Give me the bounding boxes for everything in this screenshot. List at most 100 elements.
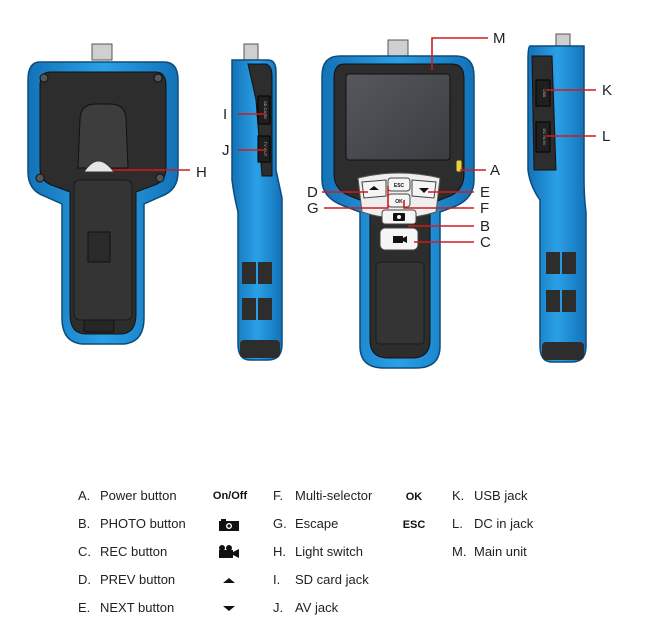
video-camera-icon — [393, 236, 403, 243]
legend-label: Escape — [295, 516, 339, 531]
legend-item-g: G. Escape — [273, 516, 338, 531]
ok-symbol: OK — [405, 491, 423, 503]
callout-h: H — [196, 164, 207, 181]
side-bottom-cap — [240, 340, 280, 358]
callout-c: C — [480, 234, 491, 251]
callout-letters: H I J M A D E G F B C K L — [196, 30, 612, 251]
screw — [35, 173, 45, 183]
callout-a: A — [490, 162, 500, 179]
legend-key: C. — [78, 544, 91, 559]
sd-card-jack[interactable] — [257, 95, 271, 125]
legend-item-m: M. Main unit — [452, 544, 527, 559]
grip-pad — [546, 290, 560, 312]
grip-pad — [562, 252, 576, 274]
legend-item-b: B.PHOTO button — [78, 516, 186, 531]
legend-label: Light switch — [295, 544, 363, 559]
escape-label: ESC — [394, 183, 405, 189]
light-switch[interactable] — [83, 160, 115, 173]
usb-label: USB — [542, 89, 547, 98]
legend-item-e: E.NEXT button — [78, 600, 174, 615]
grip-pad — [242, 262, 256, 284]
legend-item-f: F. Multi-selector — [273, 488, 372, 503]
legend-key: F. — [273, 488, 284, 503]
dc-label: DC IN 5V — [542, 129, 547, 146]
right-side-view: USB DC IN 5V — [527, 33, 587, 363]
escape-button[interactable] — [387, 177, 411, 192]
callout-m: M — [493, 30, 506, 47]
camera-icon — [219, 519, 239, 531]
callout-line-f — [403, 200, 474, 209]
grip-pad — [562, 290, 576, 312]
legend-key: K. — [452, 488, 465, 503]
legend-item-a: A. Power button — [78, 488, 177, 503]
legend-item-l: L. DC in jack — [452, 516, 533, 531]
side-bottom-cap — [542, 342, 584, 360]
legend-key: L. — [452, 516, 463, 531]
legend-label: Multi-selector — [295, 488, 373, 503]
esc-symbol: ESC — [402, 519, 426, 531]
legend-label: NEXT button — [100, 600, 175, 615]
callout-l: L — [602, 128, 610, 145]
legend-label: AV jack — [295, 600, 339, 615]
sd-card-label: SD CARD — [263, 101, 268, 119]
legend-label: Power button — [100, 488, 177, 503]
legend-key: A. — [78, 488, 91, 503]
legend-key: G. — [273, 516, 287, 531]
on-off-symbol: On/Off — [212, 490, 248, 502]
right-side-dark-band — [531, 55, 557, 171]
callout-g: G — [307, 200, 319, 217]
up-arrow-icon — [369, 186, 379, 190]
callout-i: I — [223, 106, 227, 123]
legend-label: DC in jack — [474, 516, 534, 531]
video-camera-lens — [403, 236, 407, 243]
legend-label: SD card jack — [295, 572, 369, 587]
legend-label: REC button — [100, 544, 168, 559]
legend-item-i: I. SD card jack — [273, 572, 369, 587]
grip-pad — [546, 252, 560, 274]
legend-key: M. — [452, 544, 467, 559]
screw — [155, 173, 165, 183]
dc-jack[interactable] — [535, 121, 551, 153]
callout-lines — [112, 37, 596, 243]
front-lower-panel — [375, 261, 425, 345]
legend-item-d: D. PREV button — [78, 572, 175, 587]
legend-key: B. — [78, 516, 91, 531]
up-arrow-icon — [223, 578, 235, 583]
legend-item-j: J. AV jack — [273, 600, 338, 615]
callout-e: E — [480, 184, 490, 201]
back-clip — [87, 231, 111, 263]
side-connector — [243, 43, 259, 61]
legend-label: USB jack — [474, 488, 528, 503]
main-screen — [345, 73, 451, 161]
legend: A. Power button B.PHOTO button C. REC butt… — [0, 470, 650, 628]
legend-item-c: C. REC button — [78, 544, 167, 559]
legend-item-k: K. USB jack — [452, 488, 527, 503]
back-connector — [91, 43, 113, 61]
legend-item-h: H. Light switch — [273, 544, 363, 559]
legend-label: PREV button — [100, 572, 176, 587]
grip-pad — [258, 298, 272, 320]
screw — [153, 73, 163, 83]
left-side-view: SD CARD TV OUT — [231, 43, 283, 361]
legend-key: J. — [273, 600, 284, 615]
legend-key: D. — [78, 572, 91, 587]
camera-lens — [397, 215, 401, 219]
grip-pad — [242, 298, 256, 320]
callout-f: F — [480, 200, 489, 217]
down-arrow-icon — [223, 606, 235, 611]
back-view — [27, 43, 179, 345]
usb-jack[interactable] — [535, 79, 551, 107]
callout-b: B — [480, 218, 490, 235]
video-camera-icon — [219, 545, 239, 558]
legend-key: H. — [273, 544, 286, 559]
front-view: ESC OK — [321, 39, 475, 369]
down-arrow-icon — [419, 188, 429, 193]
power-button[interactable] — [455, 159, 463, 173]
legend-key: I. — [273, 572, 281, 587]
front-connector — [387, 39, 409, 57]
callout-line-g — [324, 186, 389, 209]
av-jack[interactable] — [257, 135, 271, 163]
ok-label: OK — [395, 199, 403, 205]
legend-label: Main unit — [474, 544, 527, 559]
